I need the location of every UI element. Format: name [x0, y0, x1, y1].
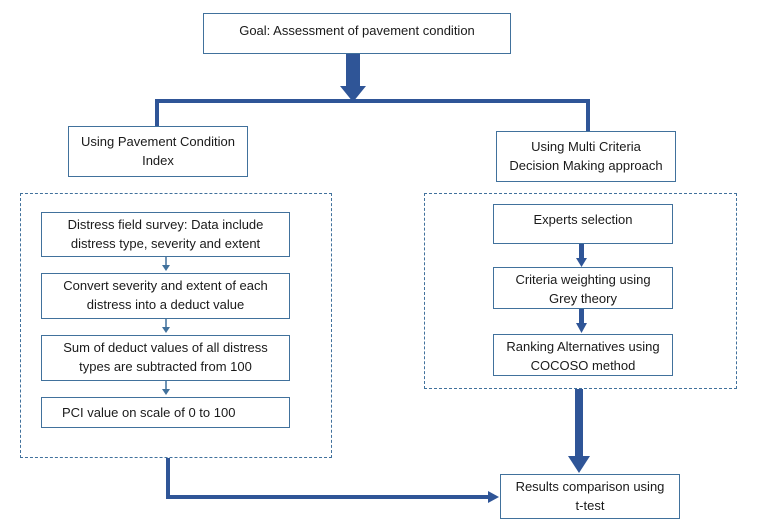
right-method-group [424, 193, 737, 389]
ranking-alternatives-step: Ranking Alternatives using COCOSO method [493, 334, 673, 376]
step-text-line1: Ranking Alternatives using [506, 339, 660, 354]
step-text-line2: COCOSO method [530, 358, 636, 373]
step-text-line1: Criteria weighting using [515, 272, 651, 287]
step-text-line2: distress type, severity and extent [70, 236, 261, 251]
mcdm-method-title-line1: Using Multi Criteria [531, 139, 641, 154]
step-text-line1: Experts selection [533, 212, 633, 227]
pci-method-title-line2: Index [142, 153, 174, 168]
right-result-arrow-head [568, 456, 590, 473]
right-step-arrow [576, 308, 587, 333]
goal-arrow-shaft [346, 54, 360, 88]
left-result-arrow-head [488, 491, 499, 503]
step-text-line1: PCI value on scale of 0 to 100 [62, 405, 236, 420]
mcdm-method-box: Using Multi Criteria Decision Making app… [496, 131, 676, 182]
criteria-weighting-step: Criteria weighting using Grey theory [493, 267, 673, 309]
left-method-group [20, 193, 332, 458]
left-step-arrow [162, 381, 170, 395]
left-step-arrow [162, 257, 170, 271]
results-comparison-box: Results comparison using t-test [500, 474, 680, 519]
left-step-arrow [162, 319, 170, 333]
right-result-arrow-shaft [575, 389, 583, 457]
goal-arrow-head [340, 86, 366, 102]
step-text-line1: Sum of deduct values of all distress [63, 340, 268, 355]
sum-deduct-step: Sum of deduct values of all distress typ… [41, 335, 290, 381]
branch-line [155, 99, 590, 131]
step-text-line2: Grey theory [549, 291, 617, 306]
goal-text: Goal: Assessment of pavement condition [239, 23, 475, 38]
experts-selection-step: Experts selection [493, 204, 673, 244]
left-result-line [166, 458, 490, 499]
results-text-line2: t-test [575, 498, 605, 513]
pci-method-title-line1: Using Pavement Condition [81, 134, 235, 149]
goal-box: Goal: Assessment of pavement condition [203, 13, 511, 54]
right-step-arrow [576, 243, 587, 267]
deduct-value-step: Convert severity and extent of each dist… [41, 273, 290, 319]
step-text-line2: distress into a deduct value [86, 297, 245, 312]
mcdm-method-title-line2: Decision Making approach [509, 158, 663, 173]
pci-method-box: Using Pavement Condition Index [68, 126, 248, 177]
step-text-line2: types are subtracted from 100 [79, 359, 252, 374]
pci-value-step: PCI value on scale of 0 to 100 [41, 397, 290, 428]
step-text-line1: Convert severity and extent of each [63, 278, 268, 293]
results-text-line1: Results comparison using [515, 479, 665, 494]
distress-survey-step: Distress field survey: Data include dist… [41, 212, 290, 257]
step-text-line1: Distress field survey: Data include [67, 217, 264, 232]
